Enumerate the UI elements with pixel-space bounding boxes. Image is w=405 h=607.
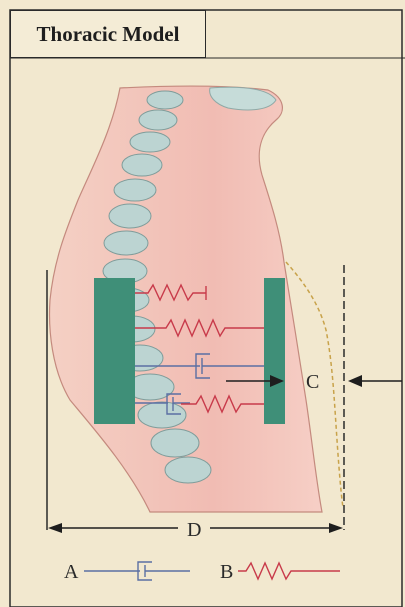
legend-label-a: A xyxy=(64,561,79,583)
impact-arrow-c xyxy=(348,375,402,387)
legend-damper-symbol xyxy=(84,562,190,580)
label-d: D xyxy=(187,519,201,541)
label-c: C xyxy=(306,371,319,393)
page-title: Thoracic Model xyxy=(37,22,180,47)
spine-plate xyxy=(94,278,135,424)
legend-spring-symbol xyxy=(238,563,340,579)
sternum-plate xyxy=(264,278,285,424)
title-box: Thoracic Model xyxy=(10,10,206,58)
legend-label-b: B xyxy=(220,561,233,583)
